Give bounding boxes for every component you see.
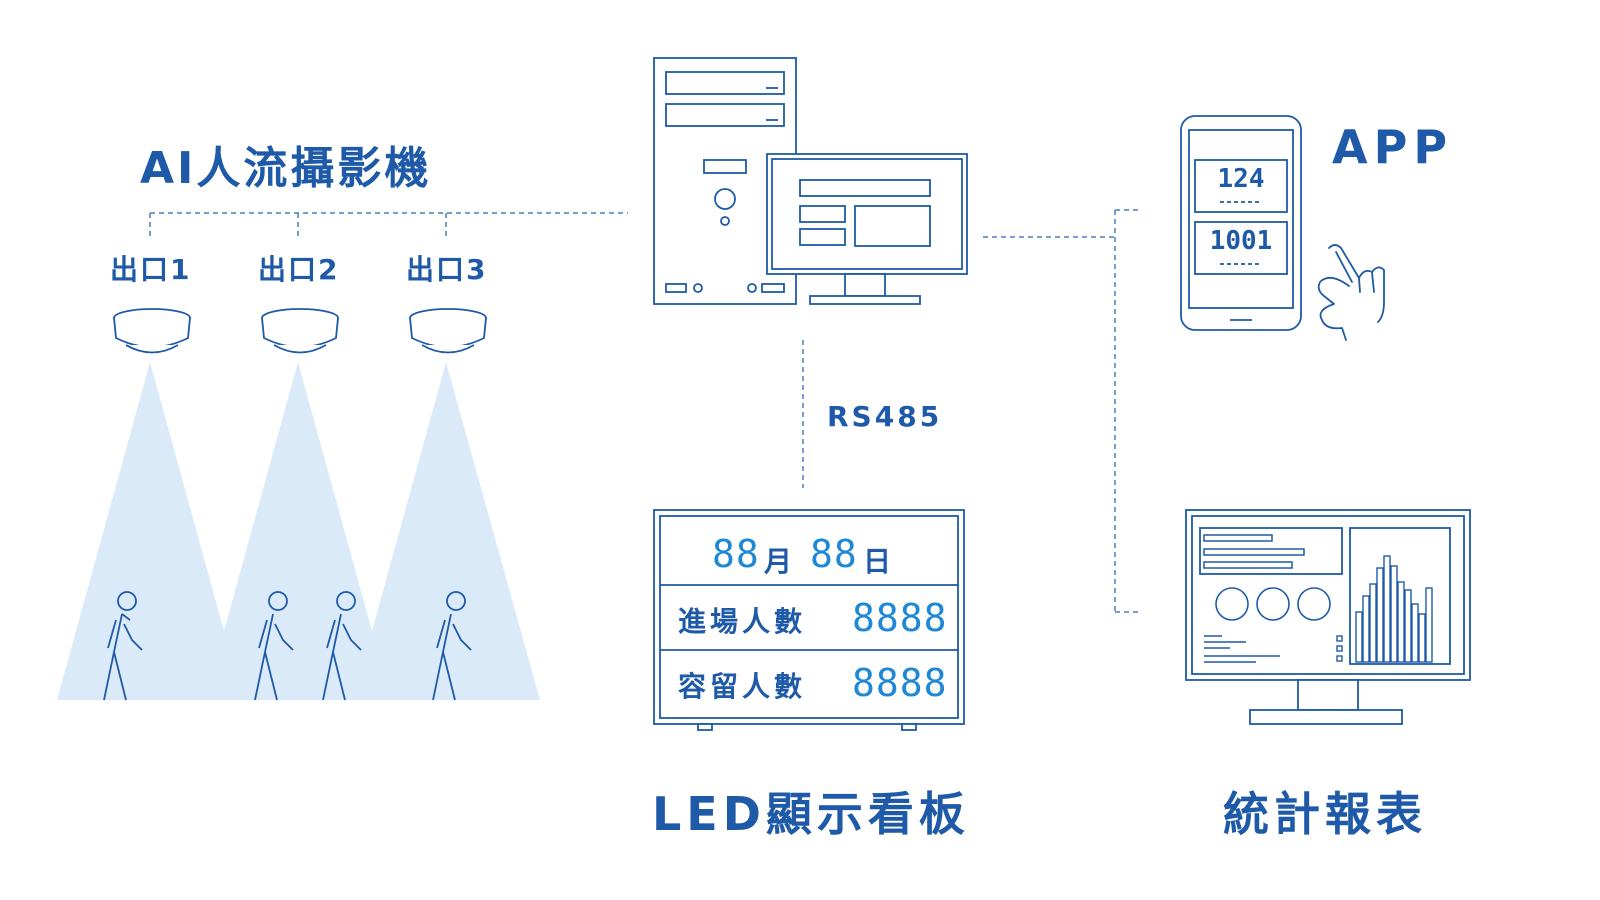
dashboard-histogram xyxy=(1355,555,1433,663)
dashboard-list xyxy=(1204,635,1343,663)
camera-group-title: AI人流攝影機 xyxy=(140,143,432,194)
exit-label-2: 出口2 xyxy=(258,253,340,286)
monitor-icon xyxy=(766,153,968,305)
beam-exit-3 xyxy=(353,362,540,700)
led-day-digits: 88 xyxy=(810,532,858,576)
led-board-icon xyxy=(653,509,965,731)
app-title: APP xyxy=(1332,120,1454,174)
beam-exit-1 xyxy=(57,362,243,700)
person-walking-icon xyxy=(432,591,472,701)
led-month-digits: 88 xyxy=(712,532,760,576)
smartphone-icon xyxy=(1180,115,1302,331)
dashboard-bar-lines xyxy=(1203,534,1305,569)
report-title: 統計報表 xyxy=(1223,787,1427,841)
app-value-2: 1001 xyxy=(1209,226,1273,256)
person-walking-icon xyxy=(254,591,294,701)
dashboard-gauges xyxy=(1215,587,1331,621)
person-walking-icon xyxy=(322,591,362,701)
led-day-char: 日 xyxy=(863,545,896,578)
led-month-char: 月 xyxy=(764,545,797,578)
connection-label: RS485 xyxy=(827,400,943,433)
exit-label-3: 出口3 xyxy=(406,253,488,286)
led-row-value-occupancy: 8888 xyxy=(852,661,948,705)
exit-label-1: 出口1 xyxy=(110,253,192,286)
pointing-hand-icon xyxy=(1317,244,1385,341)
person-walking-icon xyxy=(103,591,143,701)
connectors xyxy=(149,209,1142,613)
led-row-label-occupancy: 容留人數 xyxy=(678,670,807,703)
led-row-value-entry: 8888 xyxy=(852,596,948,640)
beam-exit-2 xyxy=(205,362,391,700)
dome-camera-icon xyxy=(113,308,191,354)
dome-camera-icon xyxy=(261,308,339,354)
dome-camera-icon xyxy=(409,308,487,354)
led-row-label-entry: 進場人數 xyxy=(678,605,807,638)
camera-beams xyxy=(57,362,540,700)
app-value-1: 124 xyxy=(1217,164,1265,194)
led-board-title: LED顯示看板 xyxy=(652,787,970,841)
